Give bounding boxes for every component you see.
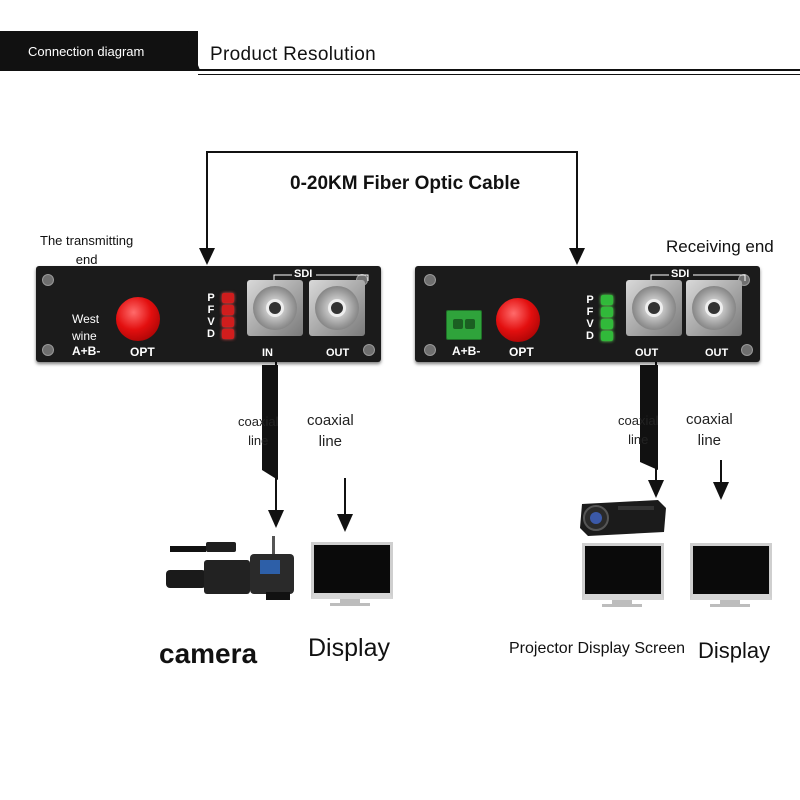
sdi-label: SDI: [294, 268, 313, 280]
led-letter-p: P: [586, 294, 594, 306]
receiver-title: Receiving end: [666, 237, 774, 256]
projector-label: Projector Display Screen: [509, 640, 686, 657]
screw-icon: [741, 344, 753, 356]
led-letter-f: F: [586, 306, 594, 318]
display-rx-label: Display: [698, 638, 771, 663]
bnc-out-port-icon: [686, 280, 742, 336]
transmitter-title-line1: The transmitting: [40, 233, 134, 248]
header-divider: [0, 69, 800, 71]
power-label-line2: wine: [72, 329, 97, 343]
led-letter-v: V: [586, 318, 594, 330]
transmitter-title: The transmitting end: [40, 231, 133, 269]
led-letters: P F V D: [585, 294, 595, 342]
port-out2-label: OUT: [705, 347, 729, 359]
header-tab-label: Connection diagram: [28, 44, 145, 59]
rx-coax-label-1: coaxial line: [618, 413, 659, 447]
screw-icon: [42, 274, 54, 286]
bnc-in-port-icon: [247, 280, 303, 336]
opt-label: OPT: [130, 345, 155, 359]
opt-fiber-port-icon: [496, 298, 540, 342]
port-out-label: OUT: [326, 347, 350, 359]
screw-icon: [424, 274, 436, 286]
status-leds: [601, 295, 613, 341]
power-label: West wine: [72, 311, 99, 345]
projector-screen-icon: [582, 543, 664, 600]
bnc-out-port-icon: [626, 280, 682, 336]
fiber-cable-label: 0-20KM Fiber Optic Cable: [290, 173, 521, 194]
screw-icon: [424, 344, 436, 356]
tx-coax-label-2: coaxial line: [307, 412, 354, 450]
projector-icon: [580, 500, 666, 536]
page-title: Product Resolution: [210, 44, 376, 65]
tx-coax-label-1: coaxial line: [238, 414, 279, 448]
bnc-out-port-icon: [309, 280, 365, 336]
sdi-bracket: [273, 274, 369, 281]
led-letter-f: F: [207, 304, 215, 316]
rx-coax-arrow-2: [713, 482, 729, 500]
display-stand: [720, 600, 740, 604]
power-terminal-icon: [446, 310, 482, 340]
rx-coax-arrow-1: [648, 480, 664, 498]
header-tab-slant: [180, 31, 200, 70]
led-letter-v: V: [207, 316, 215, 328]
opt-label: OPT: [509, 345, 534, 359]
led-letters: P F V D: [206, 292, 216, 340]
fiber-arrow-rx: [569, 248, 585, 265]
power-pins-label: A+B-: [452, 344, 481, 358]
transmitter-title-line2: end: [75, 252, 98, 267]
led-letter-d: D: [207, 328, 215, 340]
status-leds: [222, 293, 234, 339]
display-base: [330, 603, 370, 606]
tx-coax-arrow-2: [337, 514, 353, 532]
fiber-arrow-tx: [199, 248, 215, 265]
camera-icon: [166, 536, 294, 600]
rx-coax-label-2: coaxial line: [686, 411, 733, 449]
port-in-label: IN: [262, 347, 273, 359]
display-icon: [690, 543, 772, 600]
receiver-panel: A+B- OPT P F V D SDI OUT OUT: [415, 266, 760, 362]
tx-coax-arrow-1: [268, 510, 284, 528]
screen-stand: [612, 600, 632, 604]
power-pins-label: A+B-: [72, 344, 101, 358]
rx-coax-band-1: [640, 365, 658, 470]
screw-icon: [363, 344, 375, 356]
fiber-cable-line: [206, 151, 578, 250]
power-label-line1: West: [72, 312, 100, 326]
led-letter-d: D: [586, 330, 594, 342]
sdi-bracket: [650, 274, 746, 281]
camera-label: camera: [159, 638, 258, 669]
sdi-label: SDI: [671, 268, 690, 280]
opt-fiber-port-icon: [116, 297, 160, 341]
screw-icon: [42, 344, 54, 356]
port-out1-label: OUT: [635, 347, 659, 359]
display-stand: [340, 599, 360, 603]
led-letter-p: P: [207, 292, 215, 304]
tx-coax-band-1: [262, 365, 278, 480]
display-base: [710, 604, 750, 607]
header-tab: [0, 31, 198, 70]
transmitter-panel: West wine A+B- OPT P F V D SDI IN OUT: [36, 266, 381, 362]
header-divider-thin: [198, 74, 800, 75]
display-icon: [311, 542, 393, 599]
screen-base: [602, 604, 642, 607]
display-tx-label: Display: [308, 634, 390, 662]
